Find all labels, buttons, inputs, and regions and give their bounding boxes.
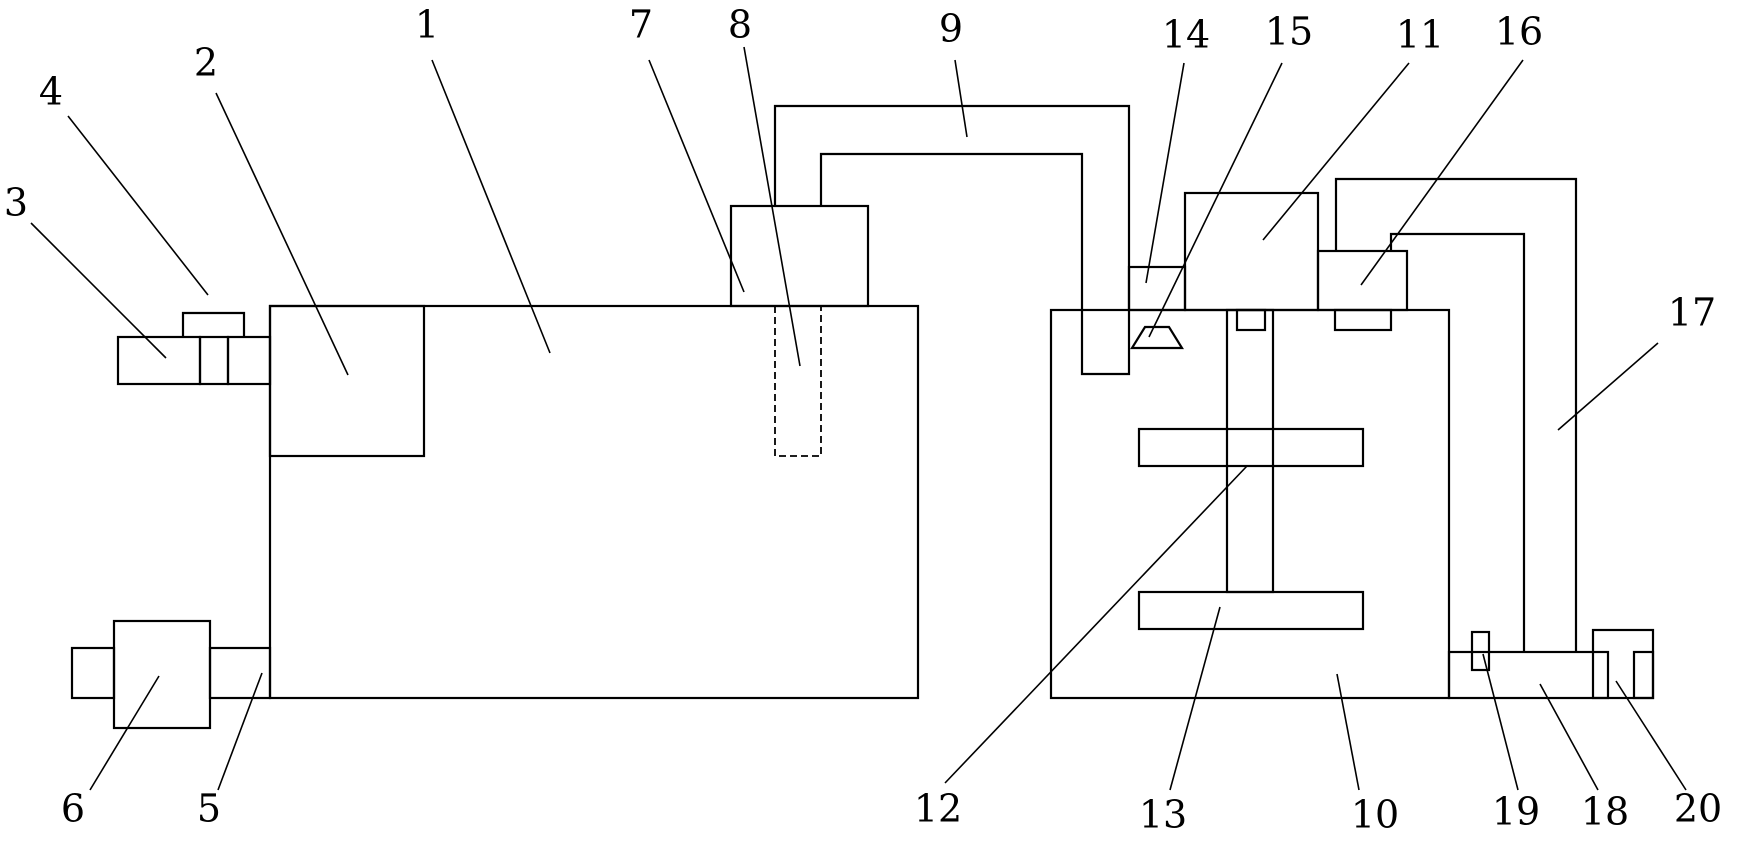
label-19: 19 [1492, 790, 1540, 834]
label-17: 17 [1668, 291, 1716, 335]
leader-18 [1539, 683, 1599, 791]
pipe-9-outer [773, 104, 1131, 376]
label-7: 7 [629, 3, 653, 47]
component-3-box [116, 335, 202, 386]
label-3: 3 [4, 181, 28, 225]
component-16 [1316, 249, 1409, 312]
inner-slot-b [1333, 308, 1393, 332]
leader-14 [1145, 62, 1185, 284]
leader-5 [217, 672, 263, 791]
paddle-lower [1137, 590, 1365, 631]
inner-slot-a [1235, 308, 1267, 332]
leader-13 [1169, 606, 1221, 791]
label-2: 2 [194, 41, 218, 85]
label-14: 14 [1162, 13, 1210, 57]
pipe-stub-left [70, 646, 116, 700]
connector-block [226, 335, 272, 386]
leader-11 [1262, 62, 1410, 241]
inlet-pipe-8 [774, 305, 822, 457]
valve-6 [112, 619, 212, 730]
component-4-bracket [181, 311, 246, 337]
label-8: 8 [728, 3, 752, 47]
label-6: 6 [61, 787, 85, 831]
component-14 [1127, 265, 1187, 312]
leader-9 [954, 59, 968, 138]
leader-16 [1360, 59, 1524, 286]
leader-4 [67, 115, 209, 296]
stirring-shaft [1225, 308, 1275, 594]
label-9: 9 [939, 7, 963, 51]
label-11: 11 [1396, 13, 1444, 57]
reactor-tank-10 [1049, 308, 1451, 700]
label-15: 15 [1265, 10, 1313, 54]
pipe-17-inner [1389, 232, 1526, 652]
paddle-upper [1137, 427, 1365, 468]
pipe-9-inner [819, 152, 1084, 306]
label-13: 13 [1139, 793, 1187, 837]
leader-2 [215, 92, 349, 376]
leader-19 [1482, 653, 1519, 791]
label-5: 5 [197, 787, 221, 831]
motor-11 [1183, 191, 1320, 312]
label-12: 12 [914, 787, 962, 831]
label-1: 1 [415, 3, 439, 47]
pipe-17-outer [1334, 177, 1578, 652]
connector-4 [198, 335, 230, 386]
label-18: 18 [1581, 790, 1629, 834]
sensor-19 [1470, 630, 1491, 672]
tank-compartment-2 [268, 304, 426, 458]
main-tank-body [268, 304, 920, 700]
outlet-20 [1591, 628, 1655, 700]
pipe-5 [208, 646, 272, 700]
base-18 [1447, 650, 1610, 700]
label-10: 10 [1351, 793, 1399, 837]
label-4: 4 [39, 70, 63, 114]
leader-17 [1557, 342, 1659, 431]
leader-12 [944, 465, 1248, 784]
leader-3 [30, 222, 167, 359]
nozzle-15 [1130, 325, 1184, 350]
leader-6 [89, 675, 160, 791]
leader-8 [743, 46, 801, 367]
label-20: 20 [1674, 787, 1722, 831]
leader-20 [1615, 680, 1687, 791]
leader-10 [1336, 673, 1360, 791]
pump-7 [729, 204, 870, 308]
outlet-20-inner [1632, 650, 1655, 700]
label-16: 16 [1495, 10, 1543, 54]
leader-1 [431, 59, 551, 354]
leader-7 [648, 59, 745, 293]
leader-15 [1148, 62, 1283, 338]
